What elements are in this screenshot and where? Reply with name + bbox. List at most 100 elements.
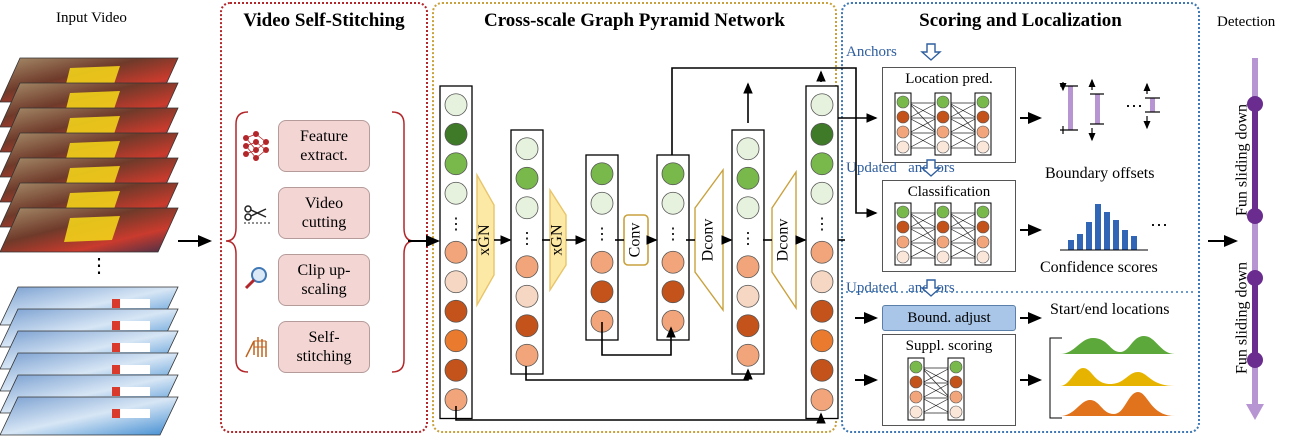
detection-segment-label: Fun sliding down — [1234, 104, 1251, 216]
feature-node — [810, 181, 834, 205]
column-ellipsis: ⋮ — [740, 230, 756, 247]
head-graph — [907, 357, 965, 421]
feature-node — [736, 255, 760, 279]
feature-node — [590, 162, 614, 186]
feature-node — [515, 343, 539, 367]
pyramid-op-label: Dconv — [700, 219, 717, 262]
classification-title: Classification — [907, 184, 991, 200]
left-brace — [225, 111, 249, 373]
scores-ellipsis: ⋯ — [1150, 215, 1168, 235]
feature-node — [736, 343, 760, 367]
feature-node — [810, 93, 834, 117]
head-node-graphs — [894, 92, 992, 421]
head-node — [936, 125, 950, 139]
feature-node — [736, 166, 760, 190]
feature-column: ⋮ — [805, 85, 839, 420]
column-ellipsis: ⋮ — [448, 216, 464, 233]
feature-node — [444, 240, 468, 264]
confidence-bar — [1086, 222, 1092, 250]
updated-anchors-label-1: Updated anchors — [846, 160, 955, 176]
scissors-icon — [244, 205, 270, 224]
feature-node — [810, 270, 834, 294]
head-node — [896, 250, 910, 264]
video-self-stitching-title: Video Self-Stitching — [243, 10, 405, 31]
feature-node — [810, 152, 834, 176]
feature-column: ⋮ — [585, 154, 619, 341]
confidence-bar — [1068, 240, 1074, 250]
feature-extract-step: Feature extract. — [278, 120, 370, 172]
feature-node — [515, 284, 539, 308]
start-end-curves — [1049, 336, 1175, 419]
feature-node — [736, 284, 760, 308]
pyramid-op-dconv: Dconv — [694, 167, 724, 313]
anchor-arrows — [920, 43, 942, 297]
feature-node — [810, 329, 834, 353]
head-node — [976, 140, 990, 154]
head-node — [976, 95, 990, 109]
feature-node — [515, 255, 539, 279]
head-node — [949, 405, 963, 419]
feature-column: ⋮ — [510, 129, 544, 375]
feature-node — [444, 122, 468, 146]
pyramid-op-xgn: xGN — [476, 172, 495, 308]
video-frame — [0, 207, 179, 253]
head-node — [976, 205, 990, 219]
confidence-bar — [1113, 220, 1119, 250]
feature-column: ⋮ — [731, 129, 765, 375]
feature-node — [515, 196, 539, 220]
video-self-stitching-panel: Video Self-Stitching — [220, 2, 428, 433]
feature-node — [444, 358, 468, 382]
column-ellipsis: ⋮ — [814, 216, 830, 233]
head-node — [909, 375, 923, 389]
bound-adjust-label: Bound. adjust — [907, 309, 991, 326]
clip-upscaling-step: Clip up-scaling — [278, 254, 370, 306]
feature-node — [590, 191, 614, 215]
input-video-frames-lower — [0, 286, 179, 436]
feature-node — [444, 270, 468, 294]
feature-node — [736, 196, 760, 220]
head-node — [896, 220, 910, 234]
head-node — [976, 220, 990, 234]
detection-track — [1246, 58, 1264, 420]
head-node — [976, 125, 990, 139]
head-node — [896, 205, 910, 219]
confidence-bar — [1122, 230, 1128, 250]
pyramid-op-label: Conv — [627, 223, 644, 258]
head-node — [936, 140, 950, 154]
confidence-bar — [1104, 212, 1110, 250]
pyramid-op-label: xGN — [476, 224, 493, 256]
input-video-label: Input Video — [56, 10, 127, 26]
feature-node — [661, 162, 685, 186]
head-output-arrows — [855, 112, 1238, 386]
pyramid-op-label: xGN — [549, 224, 566, 256]
video-frame — [0, 396, 179, 436]
pyramid-op-dconv: Dconv — [771, 169, 797, 311]
head-node — [949, 360, 963, 374]
feature-node — [810, 358, 834, 382]
head-node — [936, 220, 950, 234]
feature-column: ⋮ — [439, 85, 473, 420]
magnifier-icon — [244, 267, 267, 290]
feature-node — [736, 137, 760, 161]
head-graph — [894, 92, 992, 156]
feature-node — [810, 388, 834, 412]
suppl-scoring-title: Suppl. scoring — [905, 338, 993, 354]
head-node — [936, 205, 950, 219]
stitch-icon — [245, 337, 267, 358]
boundary-offsets-label: Boundary offsets — [1045, 165, 1155, 182]
feature-node — [810, 122, 834, 146]
feature-node — [515, 137, 539, 161]
scoring-localization-title: Scoring and Localization — [919, 10, 1122, 31]
head-node — [896, 140, 910, 154]
self-stitching-step: Self-stitching — [278, 321, 370, 373]
column-ellipsis: ⋮ — [665, 226, 681, 243]
head-node — [936, 95, 950, 109]
feature-column: ⋮ — [656, 154, 690, 341]
boundary-offset-glyphs — [1059, 78, 1160, 142]
graph-pyramid-title: Cross-scale Graph Pyramid Network — [484, 10, 785, 31]
input-video-frames-upper — [0, 57, 179, 253]
column-ellipsis: ⋮ — [594, 226, 610, 243]
pyramid-columns: ⋮ ⋮ ⋮ ⋮ ⋮ ⋮ — [439, 85, 839, 420]
feature-node — [590, 250, 614, 274]
